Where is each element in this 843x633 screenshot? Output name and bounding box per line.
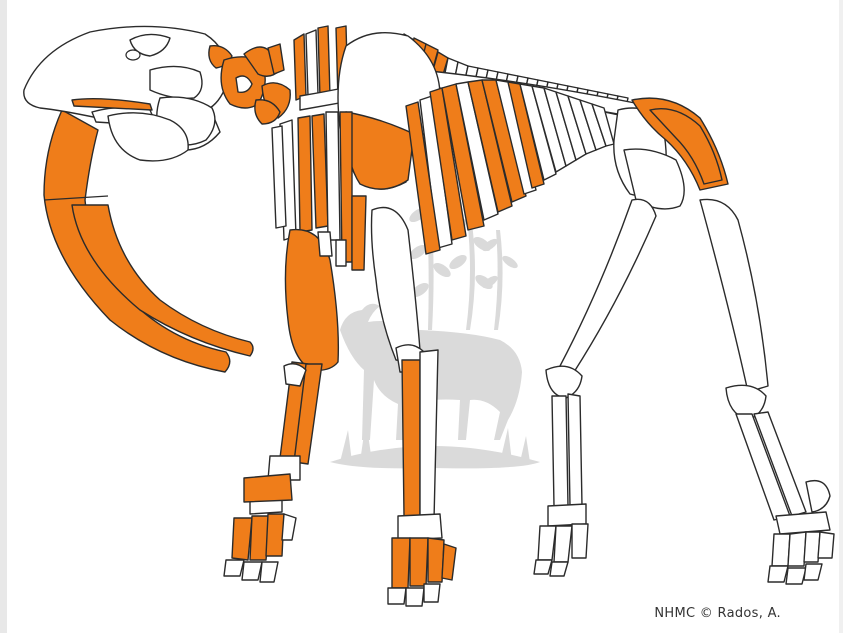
- left-hindlimb: [534, 199, 656, 576]
- right-hindlimb: [700, 199, 834, 584]
- image-credit: NHMC © Rados, A.: [654, 606, 781, 621]
- cervical-vertebrae: [209, 44, 290, 124]
- pelvis: [614, 98, 728, 209]
- left-forelimb: [224, 230, 338, 582]
